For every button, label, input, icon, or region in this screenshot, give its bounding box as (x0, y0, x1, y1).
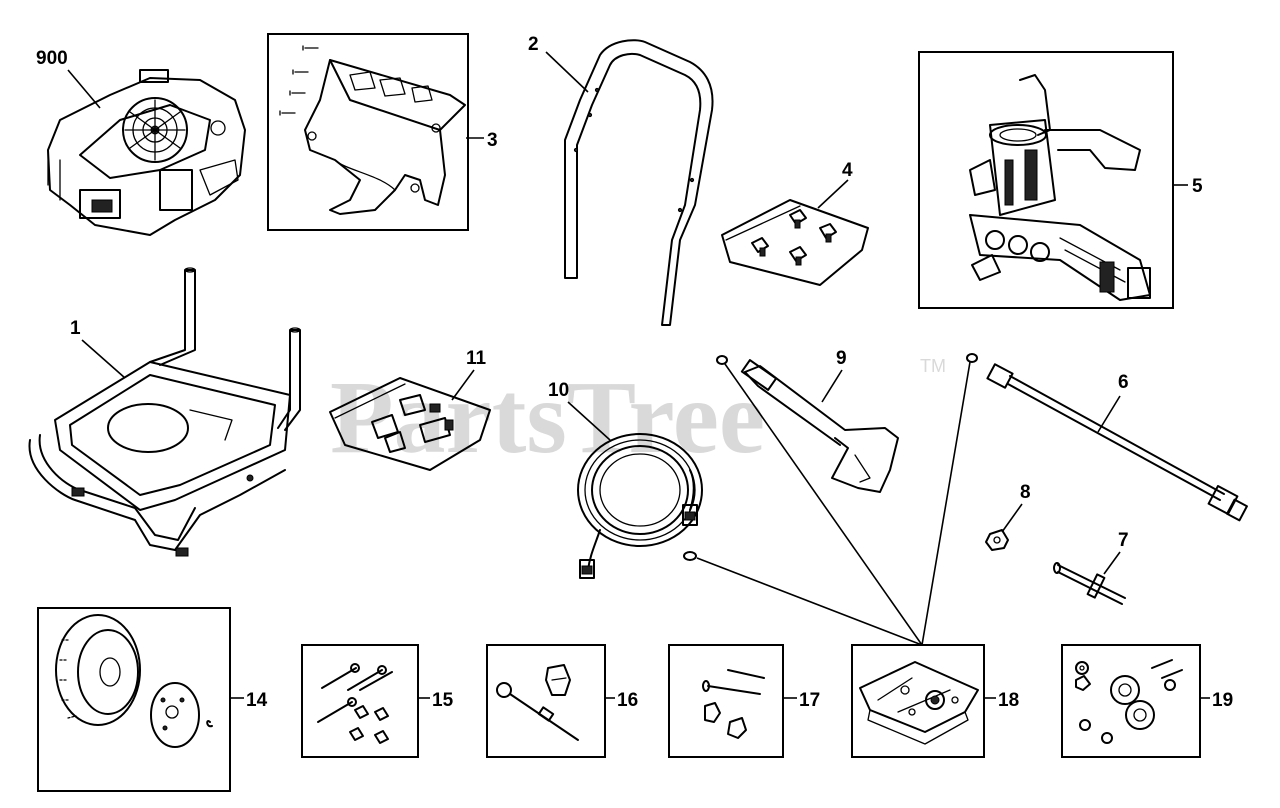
callout-4: 4 (842, 160, 853, 181)
hardware-kit-part[interactable] (1075, 659, 1183, 744)
fitting-bag-part[interactable] (329, 377, 491, 471)
pump-part[interactable] (969, 74, 1151, 301)
leader-7 (1103, 551, 1121, 575)
leader-6 (1097, 395, 1121, 433)
bolt-kit-box (301, 644, 419, 758)
partstree-watermark: PartsTree (330, 360, 765, 475)
callout-6: 6 (1118, 372, 1129, 393)
frame-part[interactable] (28, 267, 301, 557)
fitting-pieces (371, 394, 454, 453)
leader-4 (817, 179, 849, 209)
screw-kit-box (668, 644, 784, 758)
callout-10: 10 (548, 380, 569, 401)
callout-5: 5 (1192, 176, 1203, 197)
bracket-part[interactable] (279, 45, 466, 215)
plate-kit-box (851, 644, 985, 758)
callout-11: 11 (466, 348, 487, 369)
leader-8 (1001, 503, 1023, 533)
callout-15: 15 (432, 690, 454, 711)
axle-part[interactable] (1053, 562, 1126, 605)
leader-900 (67, 69, 101, 109)
hose-oring (683, 551, 697, 561)
callout-16: 16 (617, 690, 638, 711)
screw-kit-part[interactable] (702, 669, 765, 739)
pin-kit-box (486, 644, 606, 758)
leader-18-from-wand-oring (921, 361, 971, 646)
callout-7: 7 (1118, 530, 1129, 551)
callout-9: 9 (836, 348, 847, 369)
callout-900: 900 (36, 48, 68, 69)
wheel-kit-part[interactable] (55, 614, 213, 748)
bolt-kit-part[interactable] (317, 663, 393, 744)
trademark-mark: TM (920, 356, 946, 376)
bracket-box (267, 33, 469, 231)
callout-8: 8 (1020, 482, 1031, 503)
callout-1: 1 (70, 318, 81, 339)
nozzle-bag-part[interactable] (721, 199, 869, 286)
callout-2: 2 (528, 34, 539, 55)
spray-gun-part[interactable] (716, 355, 899, 493)
callout-18: 18 (998, 690, 1019, 711)
pump-box (918, 51, 1174, 309)
nozzle-tips (751, 209, 837, 266)
bracket-screws (279, 45, 319, 116)
nut-part[interactable] (985, 529, 1009, 551)
callout-3: 3 (487, 130, 498, 151)
engine-part[interactable] (47, 69, 246, 236)
leader-1 (81, 339, 126, 379)
plate-kit-part[interactable] (859, 661, 979, 745)
hose-part[interactable] (577, 433, 703, 579)
handle-part[interactable] (564, 39, 714, 326)
callout-14: 14 (246, 690, 268, 711)
callout-17: 17 (799, 690, 820, 711)
leader-2 (545, 51, 589, 93)
pin-kit-part[interactable] (496, 664, 579, 741)
leader-18-from-gun-oring (724, 363, 923, 646)
callout-19: 19 (1212, 690, 1233, 711)
leader-9 (821, 369, 843, 403)
leader-11 (451, 369, 475, 401)
leader-18-from-hose-oring (696, 557, 923, 646)
wheel-kit-box (37, 607, 231, 792)
hardware-kit-box (1061, 644, 1201, 758)
leader-10 (567, 401, 611, 441)
extension-wand-part[interactable] (966, 353, 1248, 522)
